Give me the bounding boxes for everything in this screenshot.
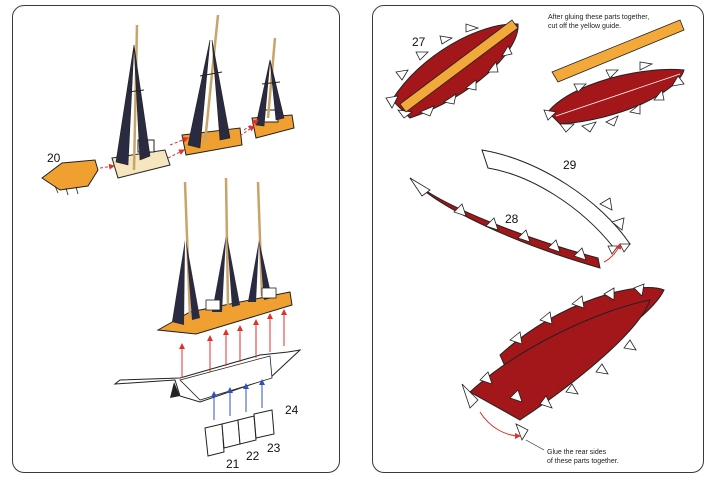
step-number-28: 28 [505,212,519,226]
part-22 [222,420,240,448]
yellow-guide-27 [400,20,518,112]
step-21-24-assembly [115,178,300,456]
step-28-29-side-hull [410,150,630,268]
note-cut-guide-line1: After gluing these parts together, [548,14,649,21]
step-number-22: 22 [246,449,260,463]
part-21 [205,424,224,456]
step-final-hull-halves [462,284,664,450]
step-number-27: 27 [412,35,426,49]
note-glue-rear-line1: Glue the rear sides [547,449,607,456]
note-glue-rear-line2: of these parts together. [547,458,619,465]
step-number-20: 20 [47,151,61,165]
step-27-hull-with-guide [386,20,518,118]
step-number-24: 24 [285,403,299,417]
part-23 [238,416,256,444]
step-number-21: 21 [226,457,240,471]
step-number-29: 29 [563,158,577,172]
note-cut-guide-line2: cut off the yellow guide. [548,23,621,30]
step-20-exploded-ship [42,15,294,195]
part-24 [254,410,274,438]
step-number-23: 23 [267,441,281,455]
